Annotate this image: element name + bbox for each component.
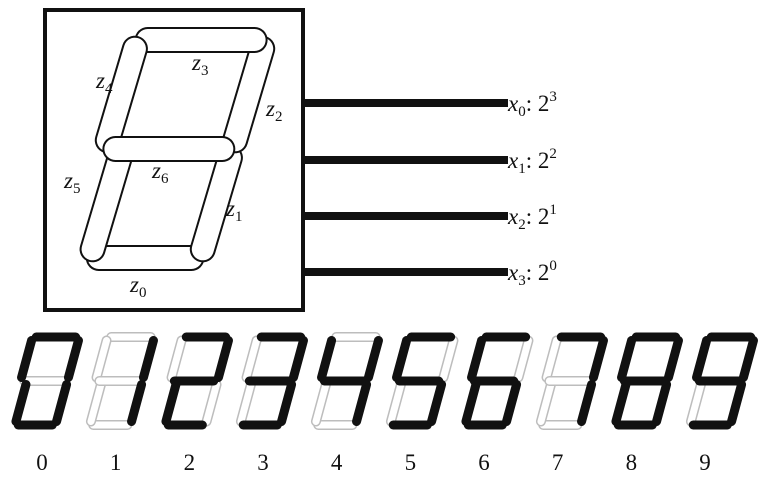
digit-label-2: 2	[184, 450, 196, 475]
digit-6-segment-z4-on	[467, 336, 487, 382]
digit-8-segment-z2-on	[663, 336, 683, 382]
digit-5-segment-z1-on	[427, 380, 447, 426]
digit-7-segment-z5-off-fill	[537, 381, 555, 425]
digit-0-segment-z5-on	[11, 380, 31, 426]
digit-7-segment-z4-off-fill	[543, 337, 561, 381]
digit-0-segment-z4-on	[17, 336, 37, 382]
reference-segment-z4-fill	[96, 37, 146, 152]
digit-1-segment-z4-off-fill	[93, 337, 111, 381]
digit-label-3: 3	[257, 450, 269, 475]
segment-label-z5: z5	[63, 168, 80, 197]
input-label-x2: x2: 21	[507, 202, 557, 233]
digit-7-segment-z1-on	[577, 380, 597, 426]
digit-9-segment-z1-on	[727, 380, 747, 426]
digit-label-1: 1	[110, 450, 122, 475]
segment-label-z1: z1	[225, 196, 242, 225]
digit-5	[385, 332, 459, 430]
digit-3	[235, 332, 308, 430]
digit-5-segment-z2-off-fill	[439, 337, 457, 381]
digit-9-segment-z2-on	[738, 336, 758, 382]
digit-1-segment-z5-off-fill	[87, 381, 105, 425]
segment-label-z6: z6	[151, 158, 169, 187]
digit-label-9: 9	[699, 450, 711, 475]
digit-3-segment-z1-on	[277, 380, 297, 426]
reference-segment-z1-fill	[191, 146, 241, 261]
digit-1-segment-z2-on	[138, 336, 158, 382]
input-label-x0: x0: 23	[507, 89, 557, 120]
digit-2-segment-z5-on	[161, 380, 181, 426]
digit-label-8: 8	[626, 450, 638, 475]
digit-6-segment-z5-on	[461, 380, 481, 426]
input-label-x1: x1: 22	[507, 146, 557, 177]
digit-row	[11, 332, 758, 430]
digit-labels: 0 1 2 3 4 5 6 7 8 9	[36, 450, 711, 475]
digit-3-segment-z2-on	[288, 336, 308, 382]
digit-7-segment-z2-on	[588, 336, 608, 382]
digit-4-segment-z1-on	[352, 380, 372, 426]
reference-segment-z2-fill	[224, 37, 274, 152]
segment-label-z0: z0	[129, 272, 146, 301]
digit-4-segment-z4-on	[317, 336, 337, 382]
digit-label-5: 5	[405, 450, 417, 475]
reference-display	[79, 27, 276, 271]
digit-1	[85, 332, 158, 430]
digit-1-segment-z1-on	[127, 380, 147, 426]
digit-4	[310, 332, 383, 430]
digit-label-4: 4	[331, 450, 343, 475]
reference-segment-z5-fill	[81, 146, 131, 261]
digit-8	[611, 332, 683, 430]
digit-2	[161, 332, 233, 430]
digit-5-segment-z4-on	[392, 336, 412, 382]
digit-8-segment-z1-on	[652, 380, 672, 426]
digit-4-segment-z2-on	[363, 336, 383, 382]
segment-labels: z0 z1 z2 z3 z4 z5 z6	[63, 50, 282, 301]
digit-6	[461, 332, 534, 430]
digit-7	[535, 332, 608, 430]
digit-9-segment-z5-off-fill	[687, 381, 705, 425]
digit-0	[11, 332, 83, 430]
digit-5-segment-z5-off-fill	[387, 381, 405, 425]
input-label-x3: x3: 20	[507, 258, 557, 289]
digit-2-segment-z1-off-fill	[203, 381, 221, 425]
digit-8-segment-z4-on	[617, 336, 637, 382]
input-wires	[303, 99, 508, 276]
digit-9	[685, 332, 758, 430]
digit-6-segment-z2-off-fill	[514, 337, 532, 381]
digit-label-7: 7	[552, 450, 564, 475]
input-labels: x0: 23 x1: 22 x2: 21 x3: 20	[507, 89, 557, 289]
segment-label-z3: z3	[191, 50, 208, 79]
digit-2-segment-z4-off-fill	[168, 337, 186, 381]
digit-label-0: 0	[36, 450, 48, 475]
digit-label-6: 6	[478, 450, 490, 475]
digit-0-segment-z1-on	[52, 380, 72, 426]
digit-8-segment-z5-on	[611, 380, 631, 426]
segment-label-z4: z4	[95, 68, 113, 97]
segment-label-z2: z2	[265, 96, 282, 125]
digit-3-segment-z5-off-fill	[237, 381, 255, 425]
digit-0-segment-z2-on	[63, 336, 83, 382]
digit-3-segment-z4-off-fill	[243, 337, 261, 381]
digit-6-segment-z1-on	[502, 380, 522, 426]
digit-2-segment-z2-on	[213, 336, 233, 382]
digit-4-segment-z5-off-fill	[312, 381, 330, 425]
digit-9-segment-z4-on	[692, 336, 712, 382]
